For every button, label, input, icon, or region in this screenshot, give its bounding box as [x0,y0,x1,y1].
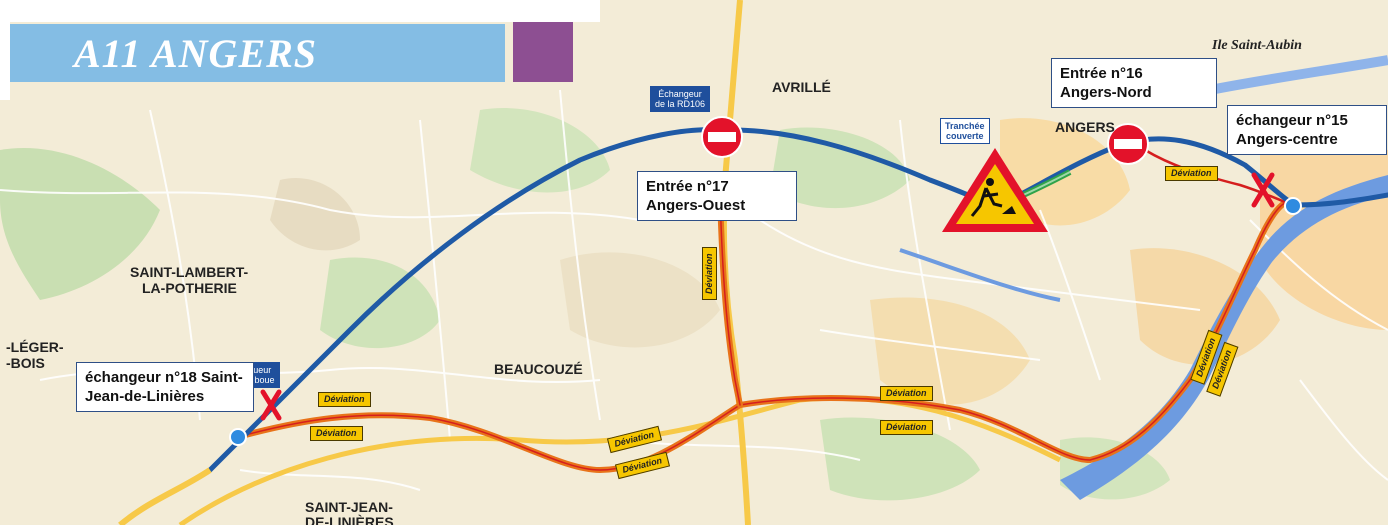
interchange-dot-icon [229,197,1302,446]
deviation-tag: Déviation [1165,166,1218,181]
place-saint-lambert-1: SAINT-LAMBERT- [130,264,249,280]
callout-echangeur-18[interactable]: échangeur n°18 Saint- Jean-de-Linières [76,362,254,412]
deviation-tag: Déviation [880,386,933,401]
page-title: A11 ANGERS [74,31,318,76]
purple-square [513,22,573,82]
place-saint-lambert-2: LA-POTHERIE [142,280,237,296]
deviation-tag: Déviation [310,426,363,441]
place-leger-2: -BOIS [6,355,45,371]
place-ile-saint-aubin: Ile Saint-Aubin [1212,38,1302,53]
top-margin [0,0,600,22]
place-angers: ANGERS [1055,119,1115,135]
tranchee-badge: Tranchée couverte [940,118,990,144]
place-avrille: AVRILLÉ [772,79,831,95]
place-saint-jean-1: SAINT-JEAN- [305,499,393,515]
deviation-tag: Déviation [880,420,933,435]
deviation-tag: Déviation [318,392,371,407]
deviation-tag: Déviation [702,247,717,300]
roadworks-warning-icon [942,148,1048,232]
title-banner: A11 ANGERS [10,24,505,82]
place-leger-1: -LÉGER- [6,339,64,355]
closure-cross-icon [260,172,1275,421]
road-closed-icon [701,116,1149,165]
place-beaucouze: BEAUCOUZÉ [494,361,583,377]
callout-entree-16[interactable]: Entrée n°16 Angers-Nord [1051,58,1217,108]
callout-echangeur-15[interactable]: échangeur n°15 Angers-centre [1227,105,1387,155]
rd106-badge: Échangeur de la RD106 [650,86,711,112]
callout-entree-17[interactable]: Entrée n°17 Angers-Ouest [637,171,797,221]
place-saint-jean-2: DE-LINIÈRES [305,514,394,525]
left-margin [0,0,10,100]
